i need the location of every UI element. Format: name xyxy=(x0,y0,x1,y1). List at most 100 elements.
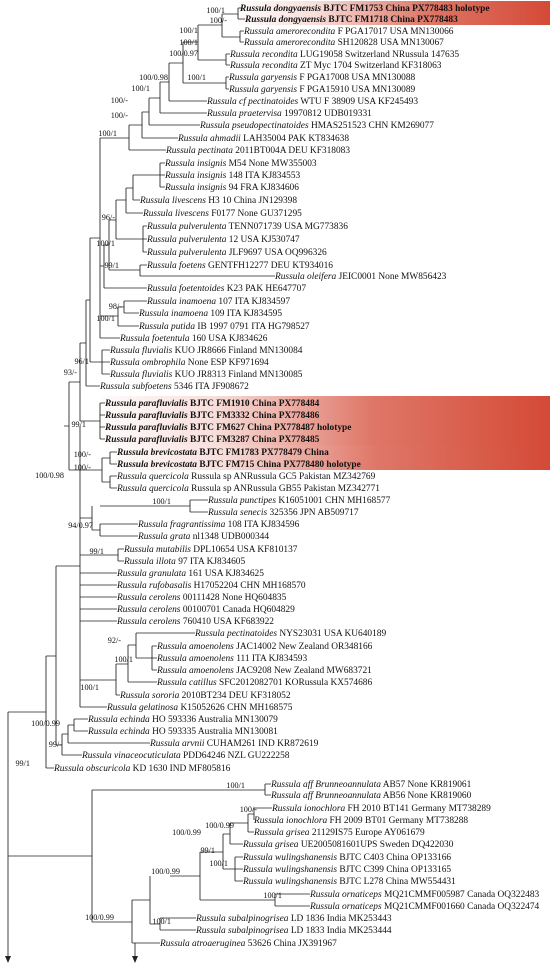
tip-voucher: BJTC FM1718 China PX778483 xyxy=(326,15,458,25)
tip-label: Russula recondita LUG19058 Switzerland N… xyxy=(229,50,459,60)
tip-species: brevicostata xyxy=(148,460,197,470)
tip-genus: Russula xyxy=(242,865,273,875)
tip-species: cf pectinatoides xyxy=(237,96,299,107)
tip-genus: Russula xyxy=(149,739,180,749)
tip-genus: Russula xyxy=(116,617,147,627)
tip-label: Russula quercicola Russula sp ANRussula … xyxy=(116,484,380,494)
support-value: 100/0.97 xyxy=(169,49,198,58)
tip-label: Russula ombrophila None ESP KF971694 xyxy=(109,358,269,368)
tip-species: aff Brunneoannulata xyxy=(301,790,382,801)
tip-voucher: 97 ITA KJ834605 xyxy=(176,557,246,567)
tip-voucher: IB 1997 0791 ITA HG798527 xyxy=(195,322,310,332)
tip-label: Russula atroaeruginea 53626 China JX3919… xyxy=(159,939,337,949)
tip-label: Russula foetens GENTFH12277 DEU KT934016 xyxy=(146,260,333,271)
tip-genus: Russula xyxy=(104,423,137,433)
tip-label: Russula pulverulenta 12 USA KJ530747 xyxy=(146,235,300,245)
tip-voucher: UE2005081601UPS Sweden DQ422030 xyxy=(298,840,453,850)
tip-species: fluvialis xyxy=(140,369,173,380)
support-value: 100/1 xyxy=(152,917,171,926)
tip-genus: Russula xyxy=(271,804,302,814)
support-value: 100/1 xyxy=(114,655,133,664)
support-value: 100/1 xyxy=(263,891,282,900)
support-value: 100/- xyxy=(74,463,92,472)
tip-voucher: LD 1833 India MK253444 xyxy=(288,926,391,936)
tip-label: Russula fluvialis KUO JR8313 Finland MN1… xyxy=(109,369,303,380)
tip-voucher: 325356 JPN AB509717 xyxy=(267,508,359,518)
tip-voucher: K23 PAK HE647707 xyxy=(224,284,306,294)
tip-genus: Russula xyxy=(146,248,177,258)
tip-label: Russula fragrantissima 108 ITA KJ834596 xyxy=(137,519,300,530)
tip-genus: Russula xyxy=(229,61,260,71)
tip-label: Russula inamoena 109 ITA KJ834595 xyxy=(138,309,282,319)
tip-genus: Russula xyxy=(146,284,177,294)
tip-genus: Russula xyxy=(116,460,149,470)
tip-species: livescens xyxy=(173,209,210,219)
tip-genus: Russula xyxy=(119,334,150,344)
tip-voucher: 760410 USA KF683922 xyxy=(180,617,274,627)
support-value: 99/1 xyxy=(89,547,104,556)
tip-species: ionochlora xyxy=(284,816,328,826)
tip-species: oleifera xyxy=(305,271,337,282)
tip-genus: Russula xyxy=(116,448,149,458)
support-value: 100/1 xyxy=(96,239,115,248)
tip-genus: Russula xyxy=(195,926,226,936)
tip-label: Russula wulingshanensis BJTC C399 China … xyxy=(242,865,451,875)
tip-genus: Russula xyxy=(253,816,284,826)
tip-species: wulingshanensis xyxy=(273,853,338,863)
tip-genus: Russula xyxy=(156,642,187,652)
tip-voucher: AB56 None KR819060 xyxy=(381,791,472,801)
tip-genus: Russula xyxy=(164,183,195,193)
tip-species: praetervisa xyxy=(237,109,282,119)
tip-voucher: PDD64246 NZL GU222258 xyxy=(181,751,290,761)
tip-voucher: M54 None MW355003 xyxy=(226,159,317,169)
tip-species: inamoena xyxy=(169,309,209,319)
tip-species: dongyaensis xyxy=(271,4,321,14)
support-value: 100/1 xyxy=(96,314,115,323)
tip-genus: Russula xyxy=(206,97,237,107)
tip-species: pseudopectinatoides xyxy=(230,121,309,131)
tip-voucher: nl1348 UDB000344 xyxy=(190,532,269,542)
tip-label: Russula subalpinogrisea LD 1836 India MK… xyxy=(195,914,392,924)
tip-species: subalpinogrisea xyxy=(226,914,289,924)
tip-species: amerorecondita xyxy=(274,27,336,37)
tip-species: granulata xyxy=(147,569,187,579)
tip-species: recondita xyxy=(260,61,298,71)
tip-label: Russula punctipes K16051001 CHN MH168577 xyxy=(207,496,391,506)
tip-species: subfoetens xyxy=(130,381,172,392)
tip-voucher: 148 ITA KJ834553 xyxy=(226,171,300,181)
tip-species: cerolens xyxy=(147,593,181,603)
tip-voucher: FH 2009 BT01 Germany MT738288 xyxy=(327,816,468,826)
tip-voucher: H17052204 CHN MH168570 xyxy=(191,581,306,591)
tip-species: garyensis xyxy=(259,73,298,83)
support-value: 100/- xyxy=(240,805,258,814)
tip-species: subalpinogrisea xyxy=(226,926,289,936)
tip-species: foetentoides xyxy=(177,283,225,294)
tip-genus: Russula xyxy=(116,605,147,615)
tip-label: Russula wulingshanensis BJTC C403 China … xyxy=(242,853,451,863)
tip-voucher: 108 ITA KJ834596 xyxy=(225,520,299,530)
tip-genus: Russula xyxy=(207,508,238,518)
tip-genus: Russula xyxy=(156,654,187,664)
support-value: 100/0.98 xyxy=(35,471,64,480)
tip-voucher: 94 FRA KJ834606 xyxy=(226,183,299,193)
tip-label: Russula cerolens 00111428 None HQ604835 xyxy=(116,593,287,603)
tip-species: recondita xyxy=(260,50,298,60)
tip-species: senecis xyxy=(238,508,268,518)
tip-species: foetentula xyxy=(150,333,190,344)
tip-species: pectinatoides xyxy=(225,629,278,639)
tip-genus: Russula xyxy=(309,902,340,912)
tip-genus: Russula xyxy=(146,297,177,307)
tip-label: Russula insignis 148 ITA KJ834553 xyxy=(164,171,301,181)
tip-voucher: KUO JR8313 Finland MN130085 xyxy=(172,370,303,380)
support-value: 100/1 xyxy=(179,38,198,47)
support-value: 100/0.98 xyxy=(139,73,168,82)
tip-voucher: Russula sp ANRussula GB55 Pakistan MZ342… xyxy=(189,484,380,494)
tip-voucher: Russula sp ANRussula GC5 Pakistan MZ3427… xyxy=(189,472,376,482)
support-value: 100/1 xyxy=(131,84,150,93)
tip-voucher: BJTC FM3332 China PX778486 xyxy=(188,411,320,421)
tip-label: Russula subfoetens 5346 ITA JF908672 xyxy=(99,381,249,392)
tip-species: ombrophila xyxy=(140,358,186,368)
tip-genus: Russula xyxy=(116,593,147,603)
support-value: 100/1 xyxy=(206,6,225,15)
